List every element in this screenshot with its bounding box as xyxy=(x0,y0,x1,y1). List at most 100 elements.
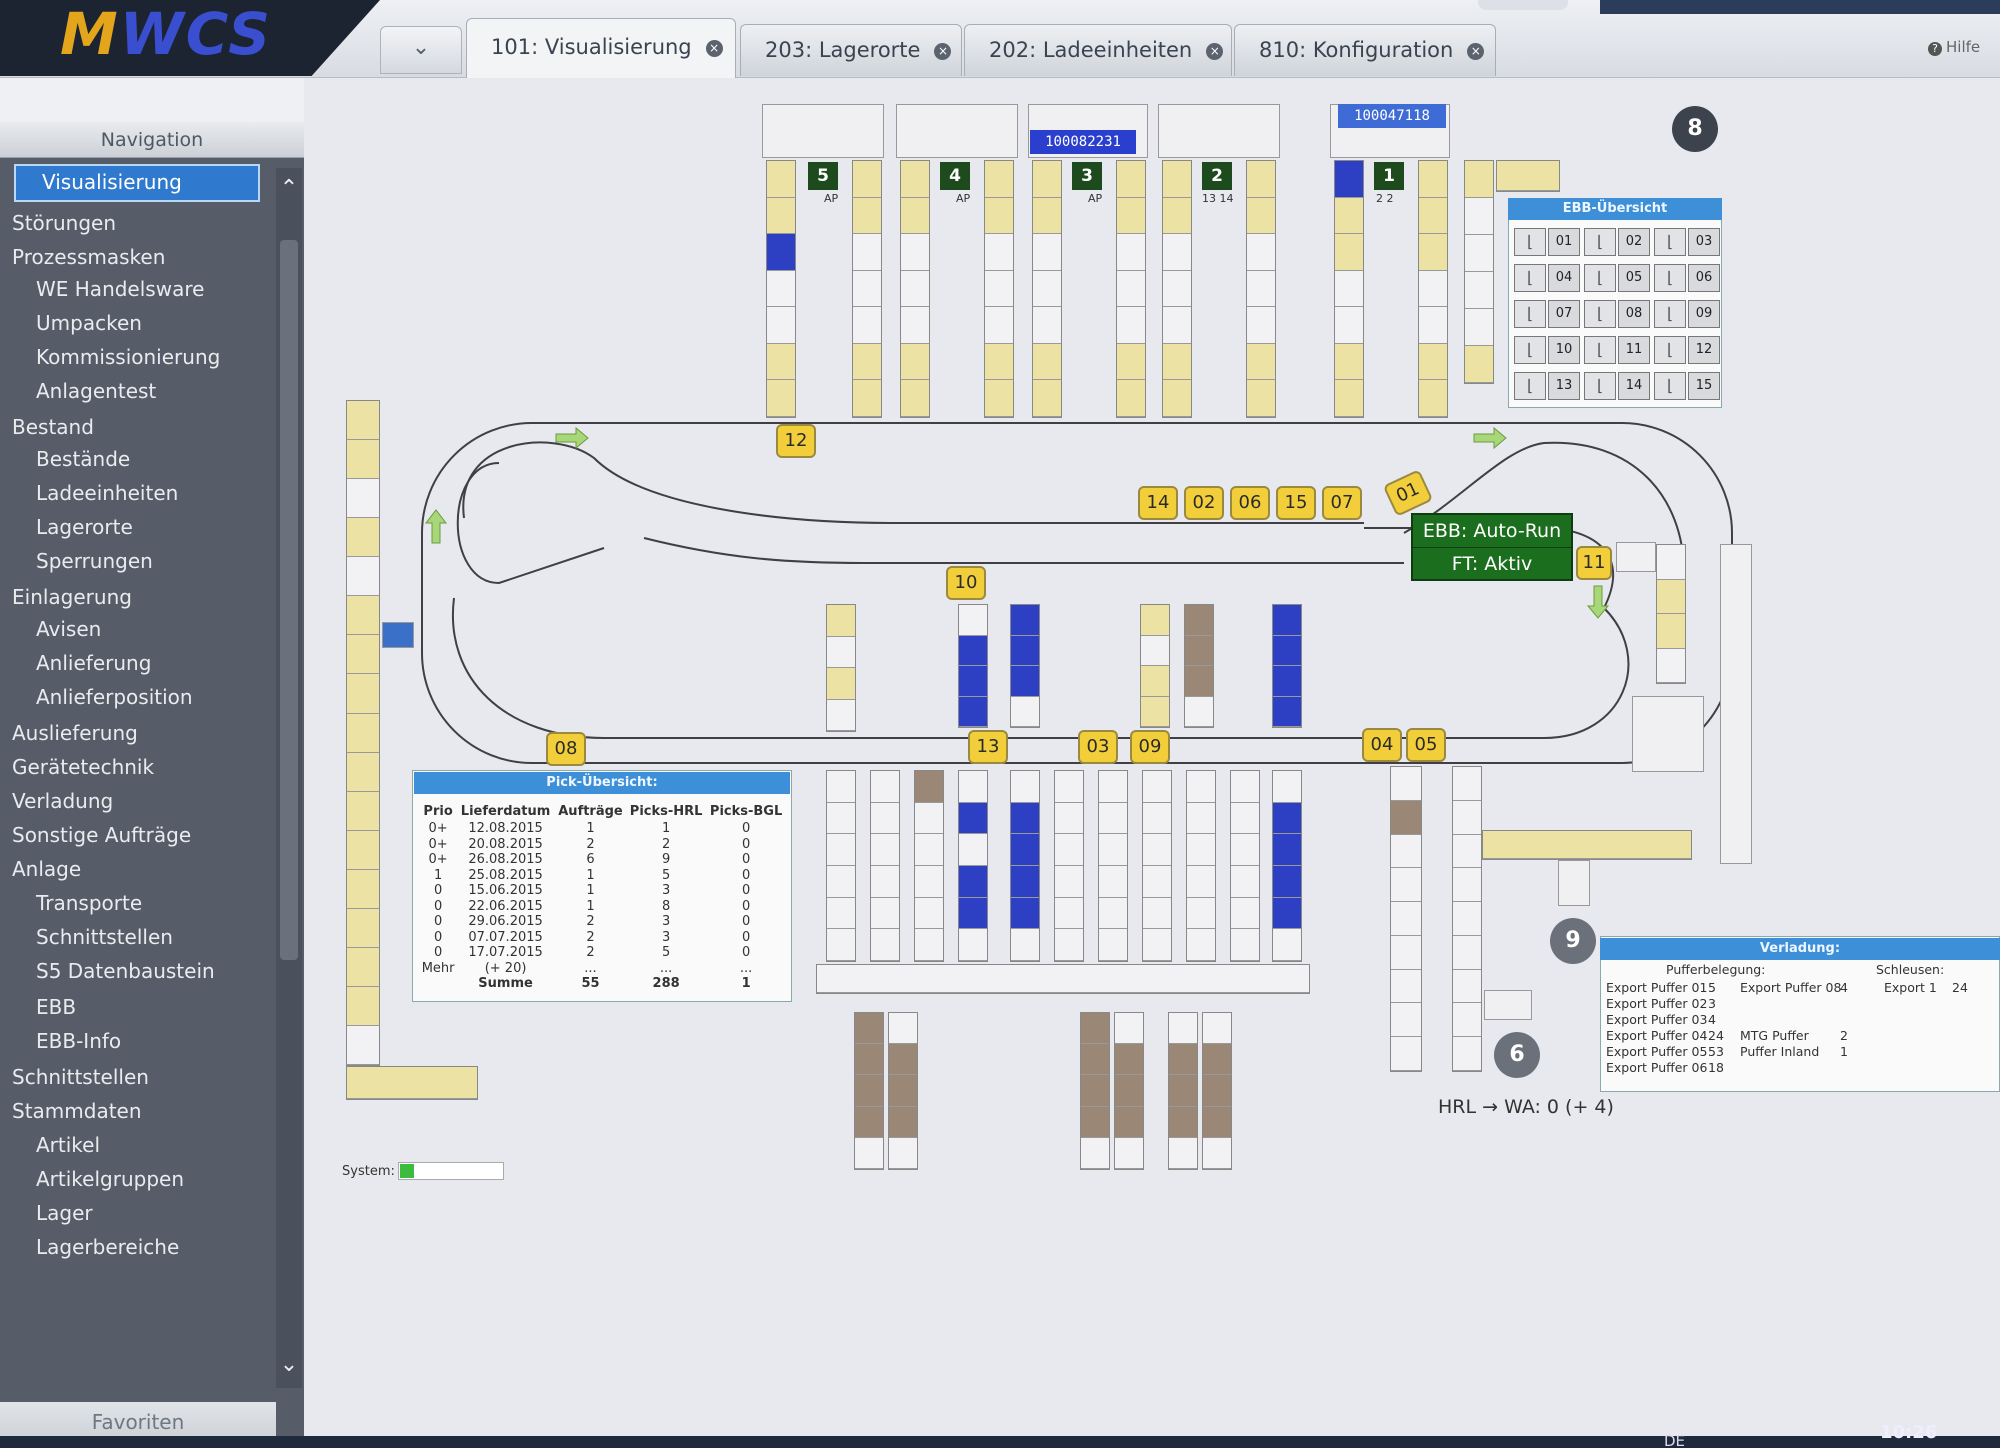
sidebar-item-artikelgruppen[interactable]: Artikelgruppen xyxy=(36,1167,184,1191)
conveyor-row-bottom[interactable] xyxy=(816,964,1310,994)
ebb-cell[interactable]: 09 xyxy=(1688,300,1720,328)
sidebar-item-auslieferung[interactable]: Auslieferung xyxy=(12,721,138,745)
ebb-vehicle-icon[interactable]: ⌊ xyxy=(1584,228,1616,256)
tab-visualisierung[interactable]: 101: Visualisierung× xyxy=(466,18,736,78)
ebb-cell[interactable]: 14 xyxy=(1618,372,1650,400)
storage-column[interactable] xyxy=(1142,770,1172,962)
aisle-number[interactable]: 4 xyxy=(940,162,970,190)
aisle-number[interactable]: 5 xyxy=(808,162,838,190)
zone-marker[interactable]: 9 xyxy=(1550,918,1596,964)
lu-id-label[interactable]: 100047118 xyxy=(1338,104,1446,128)
lu-id-label[interactable]: 100082231 xyxy=(1030,130,1136,154)
ebb-vehicle-icon[interactable]: ⌊ xyxy=(1654,264,1686,292)
favorites-bar[interactable]: Favoriten xyxy=(0,1402,276,1442)
ebb-cell[interactable]: 10 xyxy=(1548,336,1580,364)
ebb-vehicle-icon[interactable]: ⌊ xyxy=(1654,372,1686,400)
tab-lagerorte[interactable]: 203: Lagerorte× xyxy=(740,24,962,76)
storage-column[interactable] xyxy=(870,770,900,962)
pallet-stack[interactable] xyxy=(1168,1012,1198,1170)
storage-column[interactable] xyxy=(1098,770,1128,962)
close-icon[interactable]: × xyxy=(934,43,952,60)
sidebar-item-stammdaten[interactable]: Stammdaten xyxy=(12,1099,142,1123)
close-icon[interactable]: × xyxy=(1467,43,1485,60)
language-indicator[interactable]: DE xyxy=(1664,1432,1686,1448)
storage-column[interactable] xyxy=(958,604,988,728)
ebb-vehicle-icon[interactable]: ⌊ xyxy=(1514,336,1546,364)
storage-column[interactable] xyxy=(1418,160,1448,418)
ebb-position-badge[interactable]: 14 xyxy=(1138,486,1178,520)
sidebar-item-bestand[interactable]: Bestand xyxy=(12,415,94,439)
pallet-stack[interactable] xyxy=(1202,1012,1232,1170)
storage-column[interactable] xyxy=(1452,766,1482,1072)
ebb-cell[interactable]: 03 xyxy=(1688,228,1720,256)
ebb-vehicle-icon[interactable]: ⌊ xyxy=(1514,372,1546,400)
storage-column[interactable] xyxy=(1246,160,1276,418)
sidebar-item-we-handelsware[interactable]: WE Handelsware xyxy=(36,277,205,301)
ebb-position-badge[interactable]: 13 xyxy=(968,730,1008,764)
storage-column[interactable] xyxy=(1496,160,1560,192)
ebb-position-badge[interactable]: 10 xyxy=(946,566,986,600)
storage-column[interactable] xyxy=(1010,604,1040,728)
sidebar-item-prozessmasken[interactable]: Prozessmasken xyxy=(12,245,166,269)
ebb-vehicle-icon[interactable]: ⌊ xyxy=(1514,228,1546,256)
storage-column-left[interactable] xyxy=(346,400,380,1066)
storage-column[interactable] xyxy=(1464,160,1494,384)
sidebar-item-sonstige-aufträge[interactable]: Sonstige Aufträge xyxy=(12,823,192,847)
tab-konfiguration[interactable]: 810: Konfiguration× xyxy=(1234,24,1496,76)
ebb-cell[interactable]: 13 xyxy=(1548,372,1580,400)
pallet-slot[interactable] xyxy=(1558,860,1590,906)
sidebar-item-artikel[interactable]: Artikel xyxy=(36,1133,101,1157)
station-box[interactable] xyxy=(896,104,1018,158)
storage-column[interactable] xyxy=(1720,544,1752,864)
ebb-vehicle-icon[interactable]: ⌊ xyxy=(1514,264,1546,292)
close-icon[interactable]: × xyxy=(1206,43,1224,60)
storage-column[interactable] xyxy=(1140,604,1170,728)
sidebar-scrollbar-thumb[interactable] xyxy=(280,240,298,960)
sidebar-item-transporte[interactable]: Transporte xyxy=(36,891,143,915)
ebb-position-badge[interactable]: 11 xyxy=(1576,546,1612,580)
sidebar-item-gerätetechnik[interactable]: Gerätetechnik xyxy=(12,755,155,779)
pallet-stack[interactable] xyxy=(888,1012,918,1170)
sidebar-item-schnittstellen[interactable]: Schnittstellen xyxy=(12,1065,149,1089)
ebb-cell[interactable]: 06 xyxy=(1688,264,1720,292)
ebb-position-badge[interactable]: 03 xyxy=(1078,730,1118,764)
pallet-slot[interactable] xyxy=(1484,990,1532,1020)
storage-column[interactable] xyxy=(1186,770,1216,962)
ebb-vehicle-icon[interactable]: ⌊ xyxy=(1584,372,1616,400)
ebb-vehicle-icon[interactable]: ⌊ xyxy=(1584,336,1616,364)
chevron-down-icon[interactable]: ⌄ xyxy=(279,1352,299,1377)
storage-column[interactable] xyxy=(826,770,856,962)
sidebar-item-anlieferposition[interactable]: Anlieferposition xyxy=(36,685,193,709)
sidebar-item-störungen[interactable]: Störungen xyxy=(12,211,117,235)
storage-column[interactable] xyxy=(1272,770,1302,962)
ebb-position-badge[interactable]: 07 xyxy=(1322,486,1362,520)
pallet-stack[interactable] xyxy=(1080,1012,1110,1170)
storage-row-bottom[interactable] xyxy=(346,1066,478,1100)
storage-column[interactable] xyxy=(1230,770,1260,962)
sidebar-item-s5-datenbaustein[interactable]: S5 Datenbaustein xyxy=(36,959,215,983)
chevron-up-icon[interactable]: ⌃ xyxy=(279,176,299,201)
sidebar-item-anlage[interactable]: Anlage xyxy=(12,857,82,881)
storage-column[interactable] xyxy=(1272,604,1302,728)
ebb-position-badge[interactable]: 05 xyxy=(1406,728,1446,762)
storage-column[interactable] xyxy=(1162,160,1192,418)
storage-column[interactable] xyxy=(766,160,796,418)
ebb-cell[interactable]: 04 xyxy=(1548,264,1580,292)
ebb-cell[interactable]: 05 xyxy=(1618,264,1650,292)
aisle-number[interactable]: 1 xyxy=(1374,162,1404,190)
zone-marker[interactable]: 8 xyxy=(1672,106,1718,152)
storage-column[interactable] xyxy=(852,160,882,418)
zone-marker[interactable]: 6 xyxy=(1494,1032,1540,1078)
ebb-status-panel[interactable]: EBB: Auto-Run FT: Aktiv xyxy=(1411,513,1573,581)
ebb-position-badge[interactable]: 02 xyxy=(1184,486,1224,520)
ebb-cell[interactable]: 02 xyxy=(1618,228,1650,256)
ebb-cell[interactable]: 07 xyxy=(1548,300,1580,328)
sidebar-item-ebb[interactable]: EBB xyxy=(36,995,77,1019)
storage-column[interactable] xyxy=(1010,770,1040,962)
aisle-number[interactable]: 2 xyxy=(1202,162,1232,190)
